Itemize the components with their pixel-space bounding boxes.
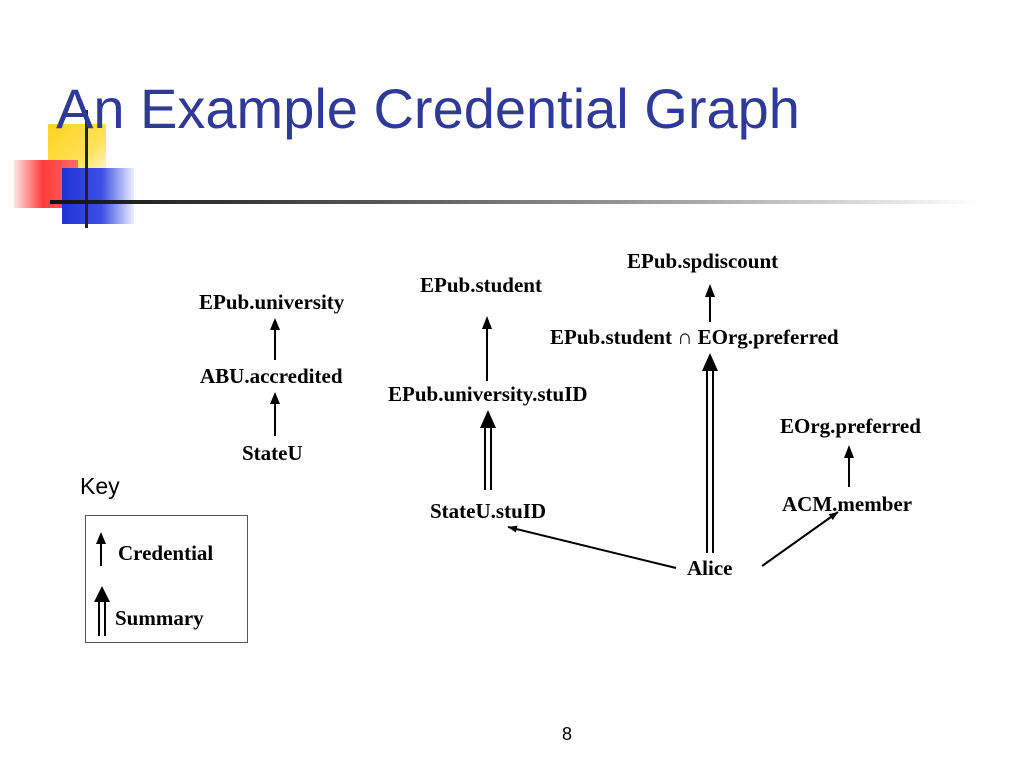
decor-vertical-line [85,110,88,228]
intersection-left-operand: EPub.student [550,325,672,349]
node-abu-accredited: ABU.accredited [200,364,343,388]
summary-arrow-alice-to-intersection [702,353,718,553]
decor-blue-square [62,168,134,224]
key-title: Key [80,473,120,499]
slide-title: An Example Credential Graph [56,77,800,140]
page-number: 8 [562,724,573,744]
intersection-right-operand: EOrg.preferred [697,325,839,349]
node-eorg-preferred: EOrg.preferred [780,414,921,438]
node-stateu: StateU [242,441,303,465]
node-epub-university: EPub.university [199,290,345,314]
node-epub-student: EPub.student [420,273,542,297]
key-credential-label: Credential [118,541,214,565]
key-legend-box [85,515,248,643]
credential-arrow-acm-to-eorg-preferred [844,445,854,487]
intersection-symbol: ∩ [677,325,693,349]
title-underline [50,200,980,204]
credential-arrow-univ-stuid-to-epub-student [482,316,492,381]
credential-arrow-abu-to-epub-university [270,318,280,360]
credential-arrow-alice-to-stateu-stuid [507,525,677,569]
node-epub-spdiscount: EPub.spdiscount [627,249,779,273]
node-epub-university-stuid: EPub.university.stuID [388,382,588,406]
key-summary-label: Summary [115,606,204,630]
summary-arrow-stateu-stuid-to-univ-stuid [480,410,496,490]
node-intersection: EPub.student ∩ EOrg.preferred [550,327,839,348]
credential-arrow-alice-to-acm-member [761,511,839,567]
node-alice: Alice [687,556,733,580]
credential-arrow-intersection-to-spdiscount [705,284,715,322]
key-summary-arrow-icon [94,586,110,636]
credential-arrow-stateu-to-abu [270,392,280,436]
node-acm-member: ACM.member [782,492,913,516]
node-stateu-stuid: StateU.stuID [430,499,547,523]
key-credential-arrow-icon [96,532,106,566]
